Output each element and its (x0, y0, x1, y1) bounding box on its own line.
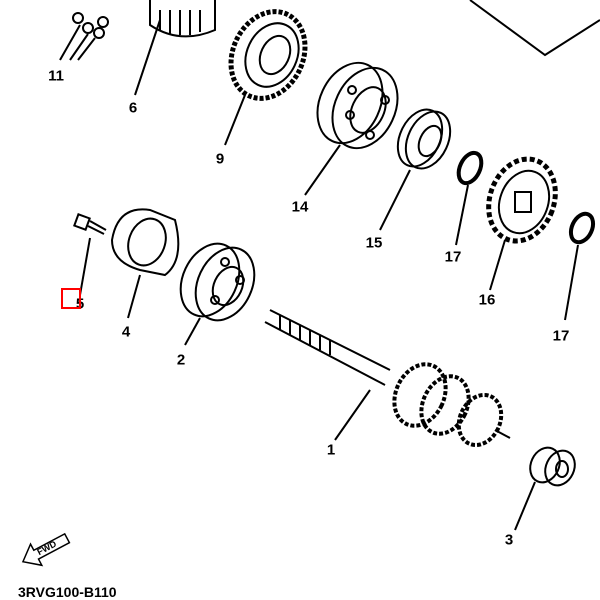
part-11-balls (59, 12, 109, 61)
callout-3[interactable]: 3 (504, 531, 514, 549)
part-5-bolt (73, 213, 107, 296)
part-3-collar (514, 446, 576, 531)
part-2-bearing (179, 242, 256, 346)
fwd-arrow (21, 532, 71, 567)
diagram-code: 3RVG100-B110 (18, 584, 117, 600)
callout-14[interactable]: 14 (291, 198, 309, 216)
callout-1[interactable]: 1 (326, 441, 336, 459)
callout-4[interactable]: 4 (121, 323, 131, 341)
highlight-box (61, 288, 81, 309)
part-14-bearing (304, 61, 399, 196)
part-9-gear (224, 9, 308, 146)
part-1-main-axle (264, 309, 511, 448)
callout-16[interactable]: 16 (478, 291, 496, 309)
callout-2[interactable]: 2 (176, 351, 186, 369)
part-17-circlip (455, 150, 484, 246)
case-outline (469, 0, 600, 57)
callout-6[interactable]: 6 (128, 99, 138, 117)
callout-15[interactable]: 15 (365, 234, 383, 252)
part-17-circlip-2 (564, 211, 596, 321)
part-16-sprocket (486, 156, 558, 291)
callout-17-second[interactable]: 17 (552, 327, 570, 345)
callout-11[interactable]: 11 (48, 67, 64, 85)
part-4-retainer-plate (110, 208, 180, 319)
part-15-oil-seal (379, 108, 452, 231)
callout-9[interactable]: 9 (215, 150, 225, 168)
callout-17[interactable]: 17 (444, 248, 462, 266)
part-6-needle-bearing (134, 0, 216, 96)
